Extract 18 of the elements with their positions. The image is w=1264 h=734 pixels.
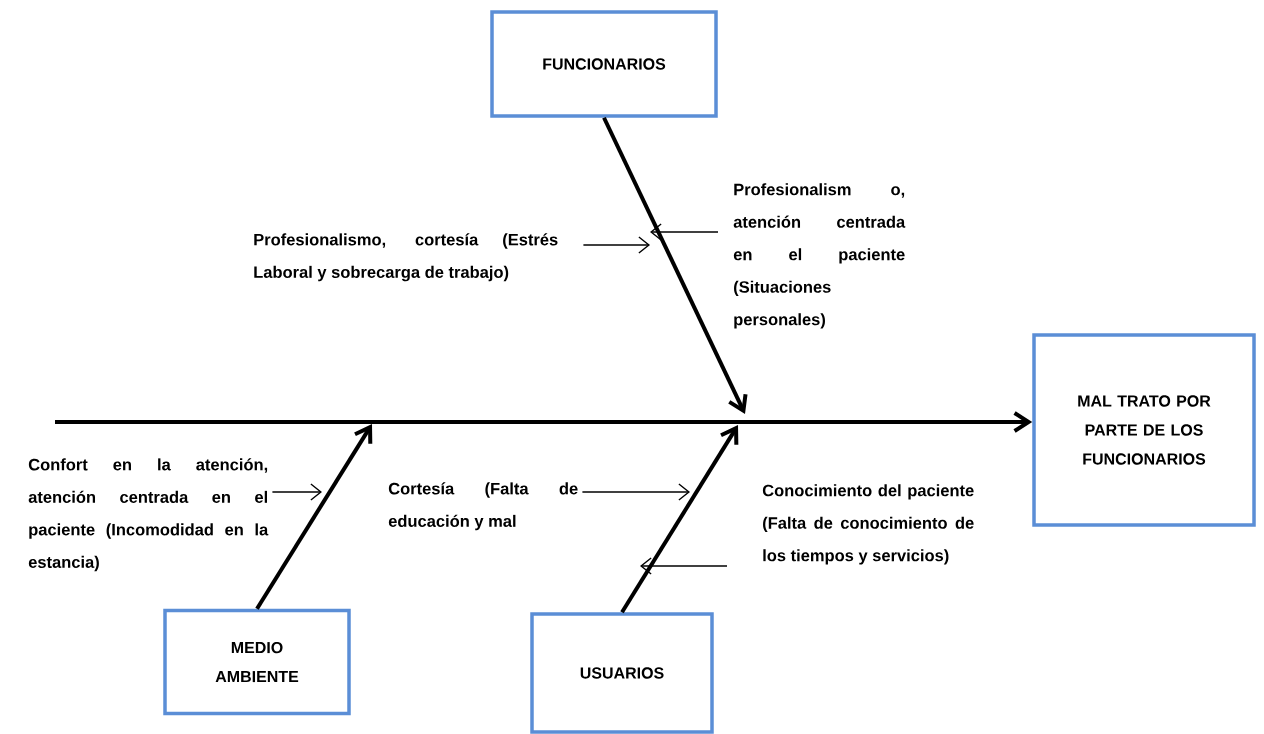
cause-text: Conocimiento del paciente (Falta de conocimiento de los tiempos y servicios)	[762, 484, 974, 565]
branch-arrow	[255, 424, 373, 610]
cause-text: Profesionalismo, cortesía (Estrés Laboral y sobrecarga de trabajo)	[254, 233, 558, 282]
cause-text: Cortesía (Falta de educación y mal	[388, 482, 578, 531]
cause-text: Profesionalism o, atención centrada en el paciente (Situaciones personales)	[733, 183, 906, 329]
cause-box: FUNCIONARIOS	[490, 10, 718, 118]
branch-arrow	[602, 116, 748, 414]
cause-box: MEDIO AMBIENTE	[163, 608, 351, 716]
cause-box: USUARIOS	[530, 612, 714, 734]
arrow	[271, 483, 322, 501]
cause-box: MAL TRATO POR PARTE DE LOS FUNCIONARIOS	[1032, 333, 1256, 527]
cause-text: Confort en la atención, atención centrada en el paciente (Incomodidad en la estancia)	[28, 458, 269, 572]
branch-arrow	[620, 425, 739, 614]
arrow	[582, 236, 650, 254]
arrow	[581, 483, 690, 501]
spine-arrow	[55, 411, 1033, 433]
arrow	[650, 223, 719, 241]
arrow	[640, 557, 728, 575]
